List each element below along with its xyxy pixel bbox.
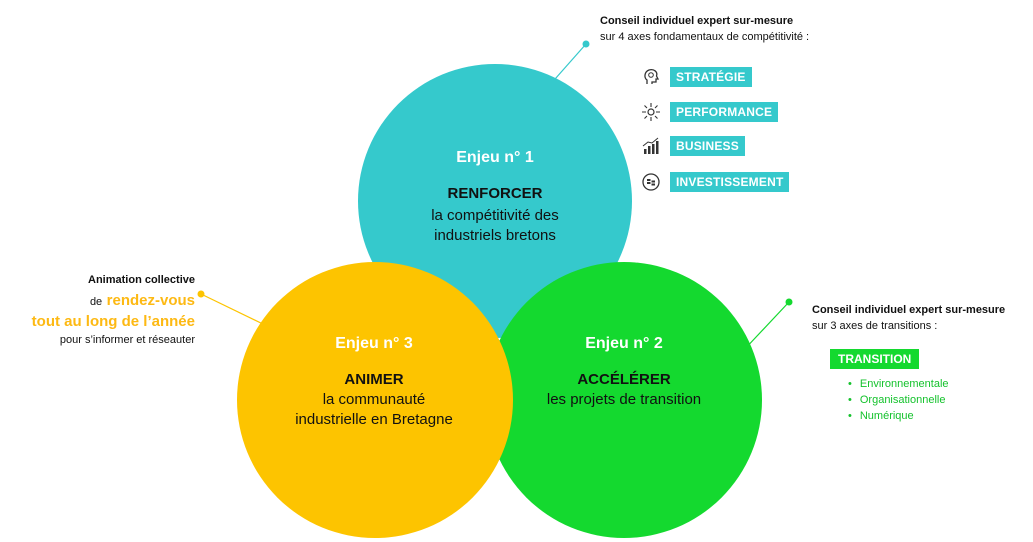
annotation-3-title: Animation collective (88, 274, 195, 286)
annotation-2-subtitle: sur 3 axes de transitions : (812, 320, 938, 332)
annotation-3-highlight: rendez-vous (106, 292, 195, 309)
axis-row-performance: PERFORMANCE (640, 102, 779, 122)
head-lightbulb-icon (640, 67, 662, 87)
bar-chart-icon (640, 136, 662, 156)
annotation-1-subtitle: sur 4 axes fondamentaux de compétitivité… (600, 31, 810, 43)
enjeu-2-verb: ACCÉLÉRER (577, 371, 671, 388)
annotation-3-line4: pour s’informer et réseauter (59, 334, 195, 346)
annotation-competitivite: Conseil individuel expert sur-mesure sur… (600, 13, 809, 45)
enjeu-1-verb: RENFORCER (447, 185, 543, 202)
enjeu-3-desc-line1: la communauté (322, 391, 426, 408)
axis-row-strategie: STRATÉGIE (640, 67, 752, 87)
enjeu-1-desc-line1: la compétitivité des (431, 207, 559, 224)
annotation-animation: Animation collective de rendez-vous tout… (0, 272, 195, 348)
enjeu-1-title: Enjeu n° 1 (456, 149, 534, 166)
axis-tag-strategie: STRATÉGIE (670, 67, 752, 87)
annotation-transitions: Conseil individuel expert sur-mesure sur… (812, 302, 1005, 334)
enjeu-2-text: Enjeu n° 2 ACCÉLÉRER les projets de tran… (494, 335, 754, 410)
transition-item-environnementale: Environnementale (848, 376, 949, 392)
enjeu-3-title: Enjeu n° 3 (335, 335, 413, 352)
callout-dot-3 (197, 290, 205, 298)
annotation-2-title: Conseil individuel expert sur-mesure (812, 304, 1006, 316)
transition-item-numerique: Numérique (848, 408, 949, 424)
enjeu-1-text: Enjeu n° 1 RENFORCER la compétitivité de… (365, 149, 625, 246)
circle-enjeu-2 (486, 262, 762, 538)
annotation-1-title: Conseil individuel expert sur-mesure (600, 15, 794, 27)
enjeu-2-title: Enjeu n° 2 (585, 335, 663, 352)
callout-line-3 (200, 293, 266, 326)
annotation-3-prefix: de (89, 296, 103, 308)
axis-row-investissement: INVESTISSEMENT (640, 172, 790, 192)
axis-tag-performance: PERFORMANCE (670, 102, 779, 122)
enjeu-1-desc-line2: industriels bretons (434, 227, 556, 244)
coins-refresh-icon (640, 172, 662, 192)
sparkle-gear-icon (640, 102, 662, 122)
enjeu-3-text: Enjeu n° 3 ANIMER la communauté industri… (244, 335, 504, 430)
callout-dot-2 (785, 298, 793, 306)
axis-row-business: BUSINESS (640, 136, 745, 156)
callout-dot-1 (582, 40, 590, 48)
axis-tag-business: BUSINESS (670, 136, 745, 156)
transition-tag: TRANSITION (830, 349, 920, 369)
annotation-3-line3: tout au long de l’année (31, 313, 195, 330)
enjeu-2-desc-line1: les projets de transition (546, 391, 702, 408)
transition-item-organisationnelle: Organisationnelle (848, 392, 949, 408)
enjeu-3-desc-line2: industrielle en Bretagne (295, 411, 453, 428)
transition-list: Environnementale Organisationnelle Numér… (848, 376, 949, 424)
axis-tag-investissement: INVESTISSEMENT (670, 172, 790, 192)
enjeu-3-verb: ANIMER (344, 371, 404, 388)
circle-enjeu-3 (237, 262, 513, 538)
